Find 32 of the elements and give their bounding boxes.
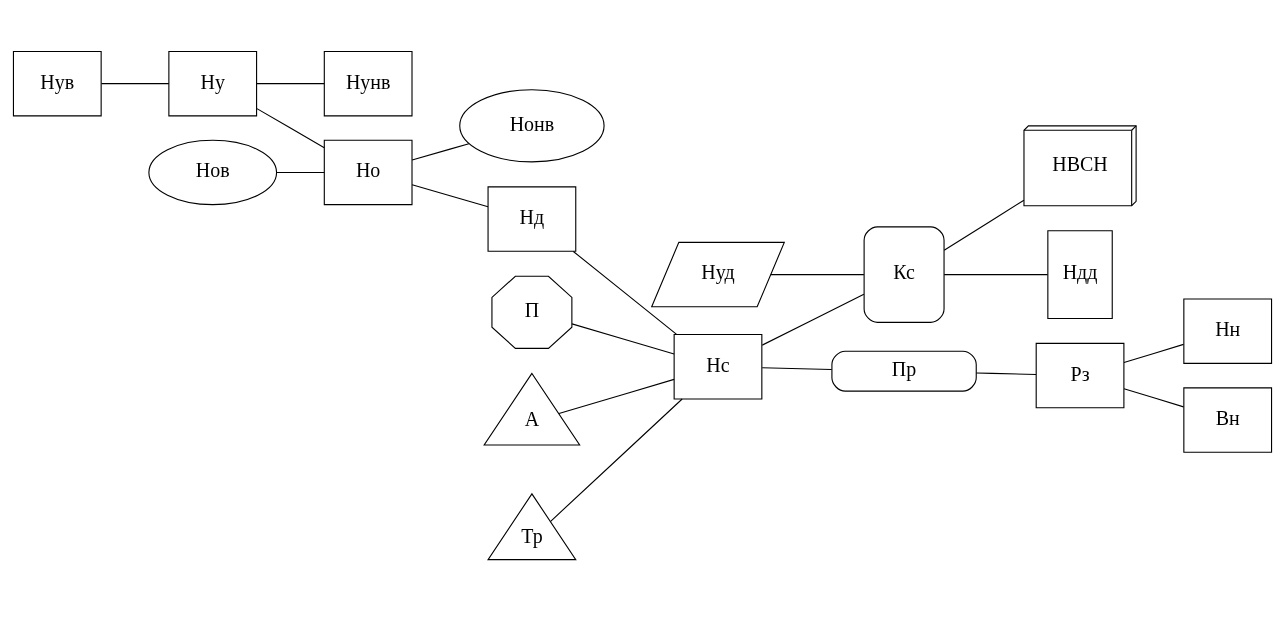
node-box: Нн: [1183, 298, 1273, 364]
connector: [100, 83, 170, 85]
node-box: Ну: [168, 50, 258, 117]
connector: [761, 367, 833, 370]
node-box: Но: [323, 139, 413, 206]
connector: [256, 83, 325, 85]
connector: [761, 293, 865, 346]
node-box: Нд: [487, 186, 577, 252]
connector: [558, 378, 675, 414]
node-ellipse: Нонв: [459, 89, 605, 163]
connector: [943, 274, 1049, 276]
connector: [411, 143, 470, 161]
connector: [571, 323, 675, 355]
connector: [770, 274, 865, 276]
node-box: Кс: [863, 226, 945, 323]
connector: [256, 108, 325, 149]
node-box: Рз: [1035, 342, 1125, 409]
node-box: Нунв: [323, 50, 413, 117]
connector: [572, 250, 678, 335]
connector: [550, 398, 683, 522]
node-box: Пр: [831, 350, 977, 392]
node-ellipse: Нов: [148, 139, 278, 206]
node-box: Вн: [1183, 387, 1273, 453]
connector: [1123, 343, 1185, 364]
connector: [411, 184, 489, 208]
node-box: Нув: [12, 50, 102, 117]
node-box: Ндд: [1047, 230, 1113, 319]
connector: [975, 372, 1037, 376]
connector: [943, 199, 1025, 251]
connector: [276, 171, 325, 173]
node-box: Нс: [673, 334, 763, 400]
connector: [1123, 388, 1185, 408]
